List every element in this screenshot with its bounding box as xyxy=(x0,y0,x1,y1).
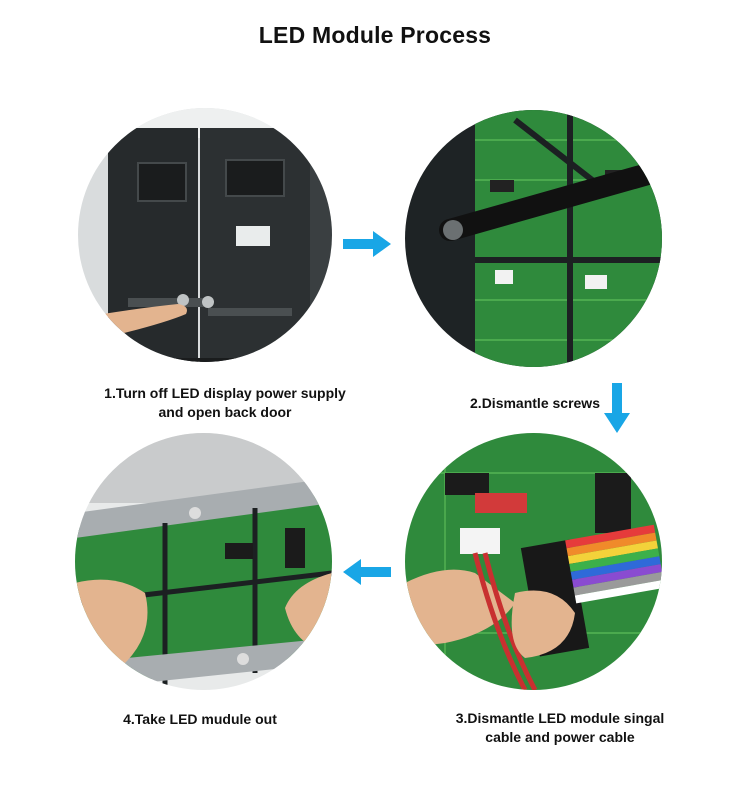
step-1-photo xyxy=(78,108,332,362)
step-4-photo xyxy=(75,433,332,690)
step-4-caption-line1: 4.Take LED mudule out xyxy=(123,711,277,727)
step-3-caption-line2: cable and power cable xyxy=(485,729,635,745)
step-4-caption: 4.Take LED mudule out xyxy=(100,710,300,729)
page-title: LED Module Process xyxy=(258,22,492,48)
step-3-caption-line1: 3.Dismantle LED module singal xyxy=(455,710,665,726)
arrow-right-icon xyxy=(343,231,391,257)
step-2-caption: 2.Dismantle screws xyxy=(460,394,610,413)
step-3-photo xyxy=(405,433,662,690)
step-1-caption: 1.Turn off LED display power supply and … xyxy=(75,384,375,422)
arrow-down-icon xyxy=(604,383,630,433)
step-2-caption-line1: 2.Dismantle screws xyxy=(470,395,600,411)
step-1-caption-line1: 1.Turn off LED display power supply xyxy=(104,385,346,401)
step-2-photo xyxy=(405,110,662,367)
step-3-caption: 3.Dismantle LED module singal cable and … xyxy=(425,709,695,747)
arrow-left-icon xyxy=(343,559,391,585)
step-1-caption-line2: and open back door xyxy=(158,404,292,420)
